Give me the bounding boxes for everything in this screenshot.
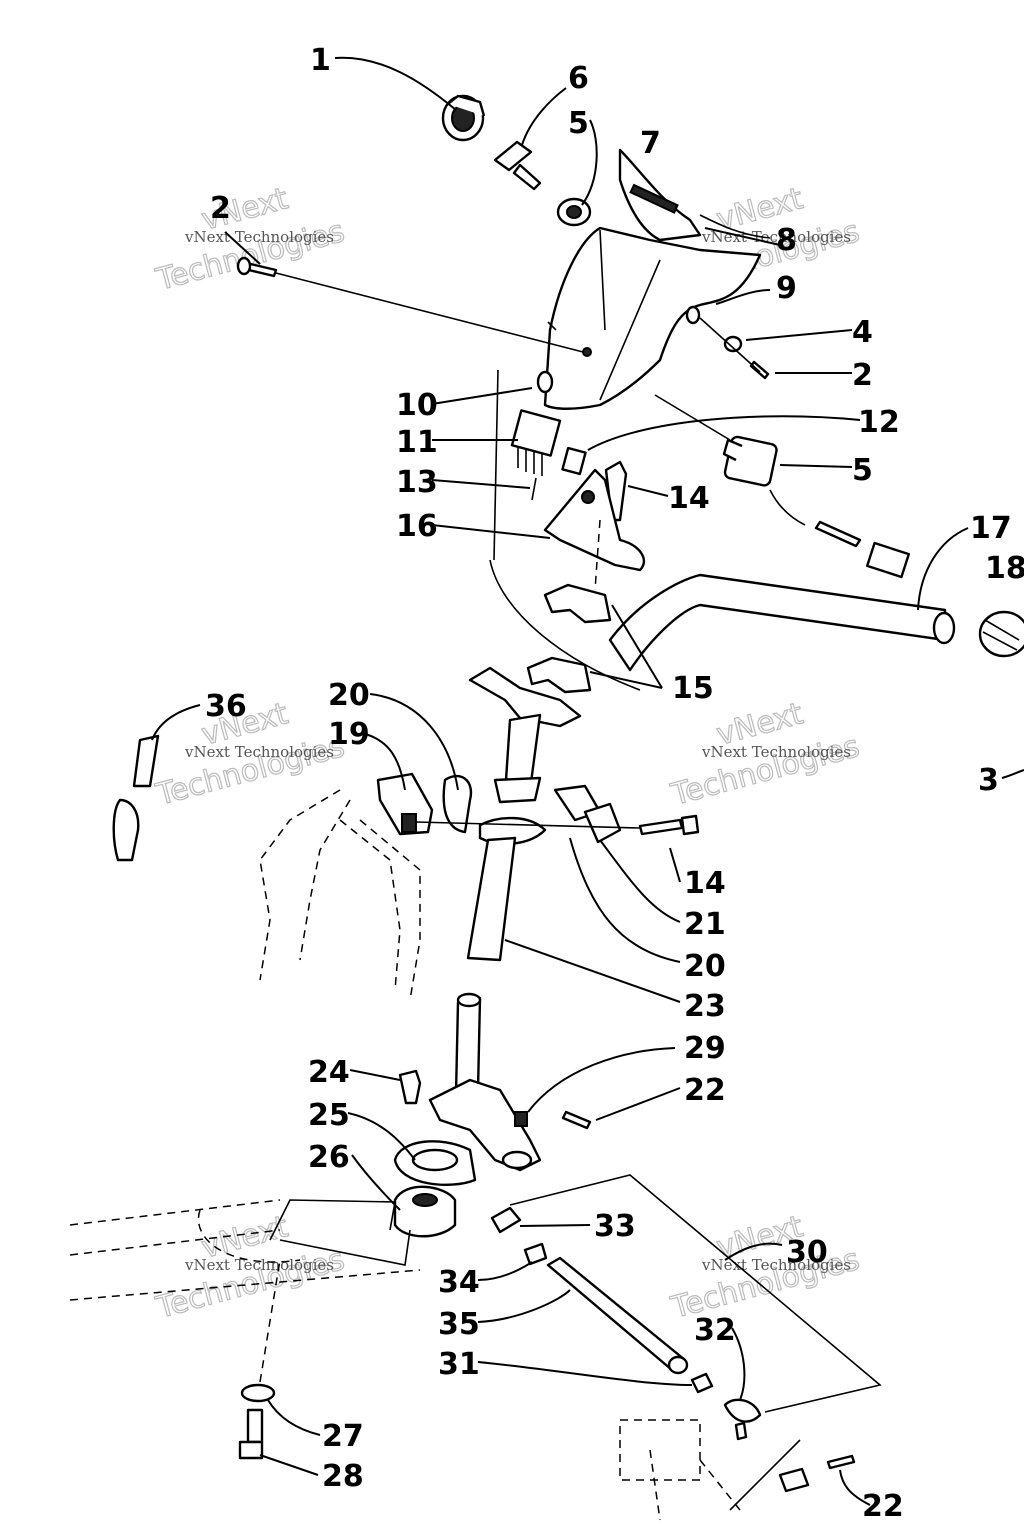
- switch-components: [489, 369, 641, 691]
- callout-23: 23: [684, 989, 726, 1024]
- svg-text:vNext Technologies: vNext Technologies: [184, 228, 334, 246]
- callout-9: 9: [776, 271, 797, 306]
- leader-lines: [151, 56, 1024, 1506]
- ignition-grommet: [441, 94, 486, 142]
- screw-left: [236, 256, 584, 353]
- watermark-mid-right: vNext Technologies vNext Technologies: [666, 696, 863, 814]
- switch-nut: [556, 197, 592, 227]
- callout-5: 5: [568, 106, 589, 141]
- callout-10: 10: [396, 388, 438, 423]
- bottom-frame-outline: [69, 1199, 741, 1521]
- callout-30: 30: [786, 1235, 828, 1270]
- callout-1: 1: [310, 43, 331, 78]
- callout-25: 25: [308, 1098, 350, 1133]
- svg-text:Technologies: Technologies: [667, 729, 863, 813]
- handlebar: [526, 573, 1024, 694]
- watermark-mid-left: vNext Technologies vNext Technologies: [151, 696, 348, 814]
- console-housing: [543, 148, 771, 410]
- svg-text:vNext Technologies: vNext Technologies: [701, 1256, 851, 1274]
- bolt-24: [398, 1069, 422, 1105]
- callout-31: 31: [438, 1347, 480, 1382]
- svg-text:vNext Technologies: vNext Technologies: [701, 743, 851, 761]
- toggle-switch: [654, 394, 911, 579]
- svg-text:Technologies: Technologies: [152, 1242, 348, 1326]
- callout-18: 18: [985, 551, 1024, 586]
- watermark-bottom-left: vNext Technologies vNext Technologies: [151, 1209, 348, 1327]
- tie-rod: [490, 1174, 882, 1441]
- callout-2: 2: [210, 191, 231, 226]
- callout-3: 3: [978, 763, 999, 798]
- bearing-flange: [393, 1140, 477, 1186]
- callout-27: 27: [322, 1419, 364, 1454]
- watermark-top-left: vNext Technologies vNext Technologies: [151, 181, 348, 299]
- callout-35: 35: [438, 1307, 480, 1342]
- callout-13: 13: [396, 465, 438, 500]
- callout-22: 22: [684, 1073, 726, 1108]
- callout-28: 28: [322, 1459, 364, 1494]
- callout-32: 32: [694, 1313, 736, 1348]
- callout-29: 29: [684, 1031, 726, 1066]
- steering-column-lower: [428, 992, 542, 1172]
- callout-19: 19: [328, 717, 370, 752]
- callout-5: 5: [852, 453, 873, 488]
- callout-7: 7: [640, 126, 661, 161]
- lower-bolt: [238, 1259, 281, 1460]
- frame-outline: [259, 789, 421, 1001]
- callout-16: 16: [396, 509, 438, 544]
- callout-15: 15: [672, 671, 714, 706]
- callout-20: 20: [684, 949, 726, 984]
- callout-33: 33: [594, 1209, 636, 1244]
- callout-17: 17: [970, 511, 1012, 546]
- callout-11: 11: [396, 425, 438, 460]
- callout-14: 14: [684, 866, 726, 901]
- callout-24: 24: [308, 1055, 350, 1090]
- callout-36: 36: [205, 689, 247, 724]
- callout-2: 2: [852, 358, 873, 393]
- callout-34: 34: [438, 1265, 480, 1300]
- callout-4: 4: [852, 315, 873, 350]
- svg-text:vNext Technologies: vNext Technologies: [184, 1256, 334, 1274]
- svg-text:Technologies: Technologies: [152, 729, 348, 813]
- grip-tube: [112, 734, 160, 862]
- bearing: [393, 1185, 457, 1238]
- callout-21: 21: [684, 907, 726, 942]
- callout-12: 12: [858, 405, 900, 440]
- callout-26: 26: [308, 1140, 350, 1175]
- steering-clamps: [376, 772, 700, 844]
- cotter-and-nut: [561, 1110, 856, 1511]
- svg-text:vNext Technologies: vNext Technologies: [701, 228, 851, 246]
- callout-14: 14: [668, 481, 710, 516]
- svg-text:vNext Technologies: vNext Technologies: [184, 743, 334, 761]
- callout-22: 22: [862, 1489, 904, 1524]
- callout-8: 8: [776, 223, 797, 258]
- ignition-key: [493, 140, 542, 191]
- callout-labels: 1 6 5 7 2 8 9 4 2 10 12 11 5 13 14 16 17…: [205, 43, 1024, 1524]
- callout-6: 6: [568, 61, 589, 96]
- bracket-and-bolt: [543, 460, 646, 591]
- watermark-bottom-right: vNext Technologies vNext Technologies: [666, 1209, 863, 1327]
- callout-20: 20: [328, 678, 370, 713]
- washer-and-screw-right: [699, 317, 770, 380]
- steering-column-upper: [466, 666, 582, 962]
